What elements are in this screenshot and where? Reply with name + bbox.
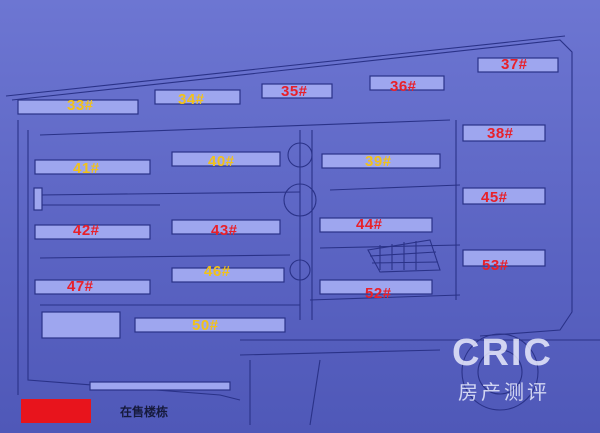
building-label-43: 43#: [211, 222, 238, 239]
side-marker: [33, 187, 43, 211]
building-label-42: 42#: [73, 222, 100, 239]
building-block-52: [319, 279, 433, 295]
watermark-subtitle: 房产测评: [458, 382, 550, 404]
building-label-38: 38#: [487, 125, 514, 142]
building-label-39: 39#: [365, 153, 392, 170]
south-strip-block: [89, 381, 231, 391]
building-block-37: [477, 57, 559, 73]
building-label-45: 45#: [481, 189, 508, 206]
building-label-53: 53#: [482, 257, 509, 274]
building-block-36: [369, 75, 445, 91]
building-label-34: 34#: [178, 91, 205, 108]
building-block-42: [34, 224, 151, 240]
building-block-41: [34, 159, 151, 175]
building-label-36: 36#: [390, 78, 417, 95]
building-block-44: [319, 217, 433, 233]
building-label-35: 35#: [281, 83, 308, 100]
building-block-50: [134, 317, 286, 333]
building-label-41: 41#: [73, 160, 100, 177]
building-label-40: 40#: [208, 153, 235, 170]
building-label-52: 52#: [365, 285, 392, 302]
building-label-47: 47#: [67, 278, 94, 295]
building-block-33: [17, 99, 139, 115]
building-block-38: [462, 124, 546, 142]
watermark-logo: CRIC 房产测评: [452, 332, 582, 404]
building-block-43: [171, 219, 281, 235]
watermark-brand: CRIC: [452, 332, 553, 374]
building-label-37: 37#: [501, 56, 528, 73]
building-block-53: [462, 249, 546, 267]
building-block-45: [462, 187, 546, 205]
building-block-34: [154, 89, 241, 105]
building-block-39: [321, 153, 441, 169]
building-label-33: 33#: [67, 97, 94, 114]
building-block-46: [171, 267, 285, 283]
building-block-40: [171, 151, 281, 167]
building-block-35: [261, 83, 333, 99]
building-label-50: 50#: [192, 317, 219, 334]
legend-swatch: [21, 399, 91, 423]
legend-label: 在售楼栋: [120, 405, 169, 419]
podium-block: [41, 311, 121, 339]
building-block-47: [34, 279, 151, 295]
building-label-44: 44#: [356, 216, 383, 233]
building-label-46: 46#: [204, 263, 231, 280]
